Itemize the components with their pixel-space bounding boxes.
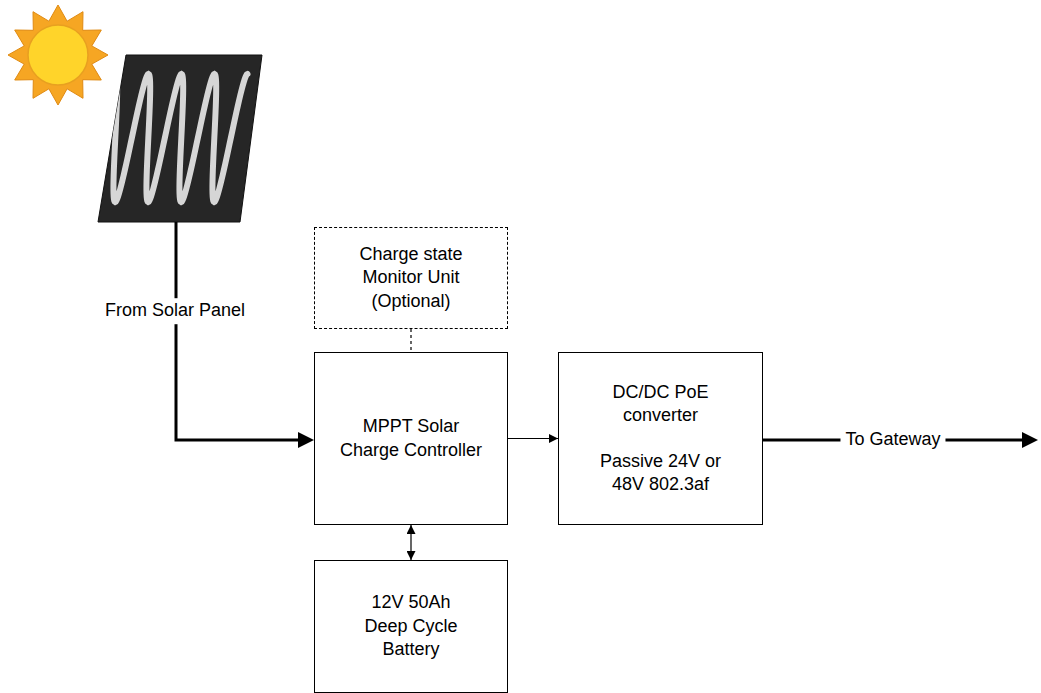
arrow-head — [298, 432, 314, 448]
box-text: MPPT Solar Charge Controller — [334, 415, 489, 462]
connector — [508, 438, 558, 439]
sun-icon — [8, 5, 108, 105]
wire-label: To Gateway — [840, 427, 945, 453]
solar-panel — [98, 55, 262, 222]
connector — [410, 329, 411, 352]
converter-box: DC/DC PoE converterPassive 24V or 48V 80… — [558, 352, 763, 525]
panel-cells — [113, 74, 247, 202]
controller-box: MPPT Solar Charge Controller — [314, 352, 508, 525]
wire-label: From Solar Panel — [100, 298, 250, 324]
box-text: DC/DC PoE converter — [596, 381, 726, 428]
arrow-head — [1022, 432, 1038, 448]
box-text: Passive 24V or 48V 802.3af — [596, 450, 726, 497]
sun-disc — [28, 25, 88, 85]
sun-rays — [8, 5, 108, 105]
box-text: 12V 50Ah Deep Cycle Battery — [361, 591, 461, 661]
monitor-box: Charge state Monitor Unit (Optional) — [314, 227, 508, 329]
panel-body — [98, 55, 262, 222]
connector — [410, 525, 411, 560]
battery-box: 12V 50Ah Deep Cycle Battery — [314, 560, 508, 693]
box-text: Charge state Monitor Unit (Optional) — [356, 243, 466, 313]
panel-wire — [176, 222, 300, 440]
